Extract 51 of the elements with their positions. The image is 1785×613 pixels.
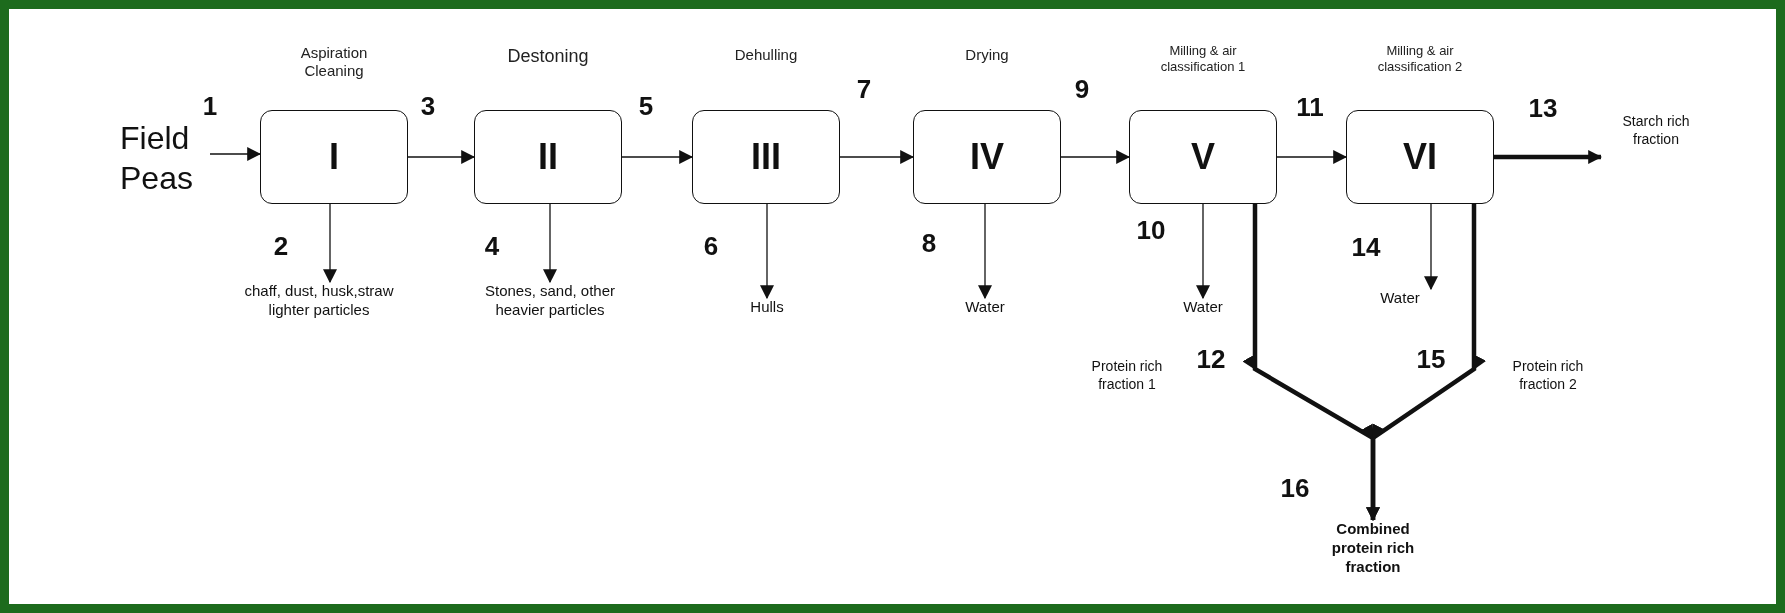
output-label: Combined protein rich fraction xyxy=(1318,520,1428,586)
arrow xyxy=(1060,150,1131,164)
arrow xyxy=(1276,150,1348,164)
stream-number: 12 xyxy=(1196,342,1226,376)
stream-number: 9 xyxy=(1074,72,1090,106)
step-numeral: III xyxy=(751,139,781,175)
stream-number: 6 xyxy=(703,229,719,263)
step-heading: Milling & air classification 2 xyxy=(1376,42,1464,75)
stream-number: 10 xyxy=(1136,213,1166,247)
step-heading: Drying xyxy=(964,46,1010,65)
stream-number: 7 xyxy=(856,72,872,106)
arrow xyxy=(760,203,774,300)
step-numeral: V xyxy=(1191,139,1215,175)
output-label: Water xyxy=(1350,289,1450,311)
output-label: Stones, sand, other heavier particles xyxy=(480,282,620,348)
arrow xyxy=(209,147,262,161)
stream-number: 15 xyxy=(1416,342,1446,376)
stream-number: 2 xyxy=(273,229,289,263)
step-heading: Aspiration Cleaning xyxy=(299,43,369,81)
arrow xyxy=(407,150,476,164)
stream-number: 8 xyxy=(921,226,937,260)
stream-label: Protein rich fraction 2 xyxy=(1511,357,1585,393)
arrow xyxy=(839,150,915,164)
arrow xyxy=(1494,150,1603,164)
step-numeral: I xyxy=(329,139,339,175)
arrow xyxy=(543,203,557,284)
stream-number: 11 xyxy=(1296,90,1324,124)
output-label: Starch rich fraction xyxy=(1601,113,1711,153)
stream-number: 5 xyxy=(638,89,654,123)
step-heading: Dehulling xyxy=(733,46,799,65)
arrow xyxy=(323,203,337,284)
arrow xyxy=(621,150,694,164)
stream-number: 16 xyxy=(1280,471,1310,505)
stream-label: Protein rich fraction 1 xyxy=(1090,357,1164,393)
stream-number: 3 xyxy=(420,89,436,123)
output-label: Water xyxy=(950,298,1020,320)
step-heading: Destoning xyxy=(506,44,590,67)
stream-number: 4 xyxy=(484,229,500,263)
step-numeral: VI xyxy=(1403,139,1437,175)
arrow xyxy=(1196,203,1210,300)
output-label: Water xyxy=(1168,298,1238,320)
arrow xyxy=(1366,204,1486,521)
stream-number: 13 xyxy=(1528,91,1558,125)
stream-number: 14 xyxy=(1351,230,1381,264)
output-label: Hulls xyxy=(732,298,802,320)
step-numeral: IV xyxy=(970,139,1004,175)
step-heading: Milling & air classification 1 xyxy=(1159,42,1247,75)
arrow xyxy=(1424,203,1438,291)
output-label: chaff, dust, husk,straw lighter particles xyxy=(244,282,394,348)
arrow xyxy=(978,203,992,300)
step-numeral: II xyxy=(538,139,558,175)
